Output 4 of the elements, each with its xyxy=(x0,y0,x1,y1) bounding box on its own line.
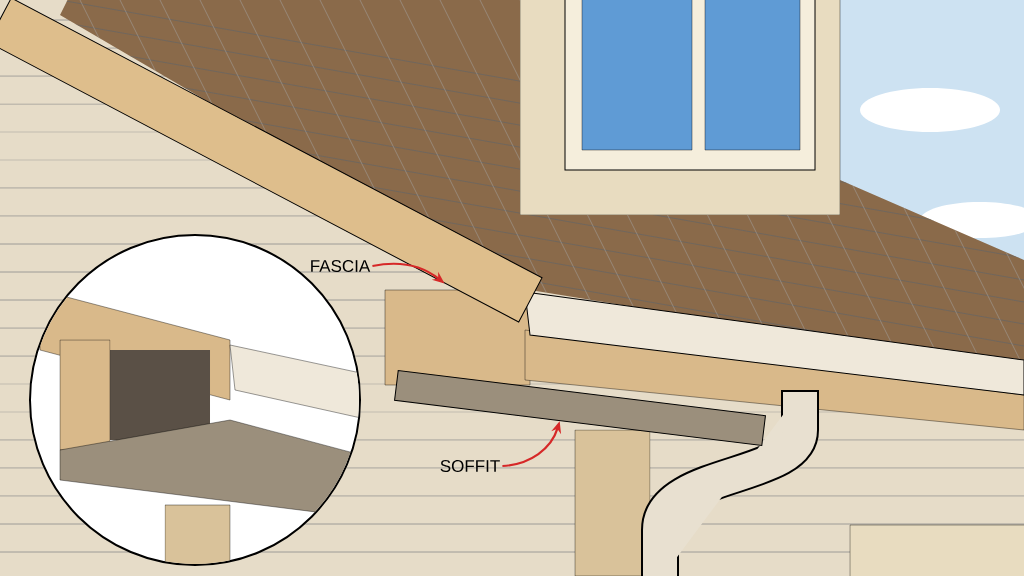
fascia-board xyxy=(0,0,543,323)
part-label: FASCIA xyxy=(311,260,371,273)
part-label: SOFFIT xyxy=(440,460,500,473)
soffit-panel xyxy=(394,370,766,446)
